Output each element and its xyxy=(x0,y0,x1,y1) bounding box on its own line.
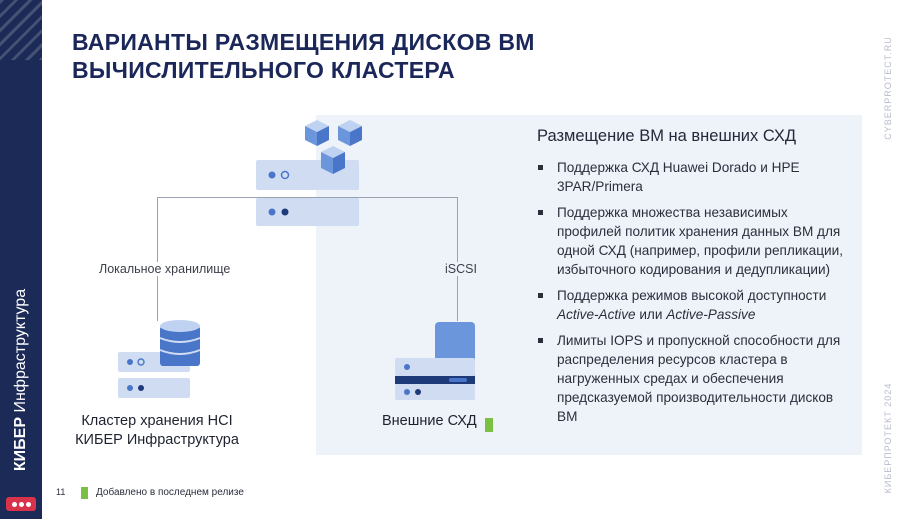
side-event: КИБЕРПРОТЕКТ 2024 xyxy=(883,382,893,494)
local-storage-label: Локальное хранилище xyxy=(97,262,233,276)
list-item: Поддержка режимов высокой доступности Ac… xyxy=(537,286,847,324)
legend-text: Добавлено в последнем релизе xyxy=(96,487,244,498)
slide-title-line1: ВАРИАНТЫ РАЗМЕЩЕНИЯ ДИСКОВ ВМ xyxy=(72,29,535,55)
new-feature-marker xyxy=(485,418,493,432)
side-url: CYBERPROTECT.RU xyxy=(883,36,893,140)
brand-sidebar: КИБЕР Инфраструктура xyxy=(0,0,42,519)
external-storage-caption: Внешние СХД xyxy=(382,413,477,429)
brand-pattern xyxy=(0,0,42,60)
hci-cluster-caption: Кластер хранения HCI КИБЕР Инфраструктур… xyxy=(75,413,239,448)
legend-marker xyxy=(81,487,88,499)
connector-left xyxy=(157,197,158,321)
list-item: Лимиты IOPS и пропускной способности для… xyxy=(537,331,847,426)
slide-title-line2: ВЫЧИСЛИТЕЛЬНОГО КЛАСТЕРА xyxy=(72,57,455,83)
database-icon xyxy=(118,320,201,398)
storage-array-icon xyxy=(395,322,475,400)
slide-title: ВАРИАНТЫ РАЗМЕЩЕНИЯ ДИСКОВ ВМ ВЫЧИСЛИТЕЛ… xyxy=(72,28,535,84)
cubes-icon xyxy=(305,120,362,174)
connector-right xyxy=(457,197,458,321)
page-number: 11 xyxy=(56,487,66,497)
brand-logo-icon xyxy=(6,497,36,511)
feature-list: Поддержка СХД Huawei Dorado и HPE 3PAR/P… xyxy=(537,158,847,433)
list-item: Поддержка СХД Huawei Dorado и HPE 3PAR/P… xyxy=(537,158,847,196)
iscsi-label: iSCSI xyxy=(443,262,479,276)
brand-name: КИБЕР Инфраструктура xyxy=(12,288,29,472)
list-item: Поддержка множества независимых профилей… xyxy=(537,203,847,279)
connector-horizontal xyxy=(157,197,458,198)
section-heading: Размещение ВМ на внешних СХД xyxy=(537,127,797,145)
